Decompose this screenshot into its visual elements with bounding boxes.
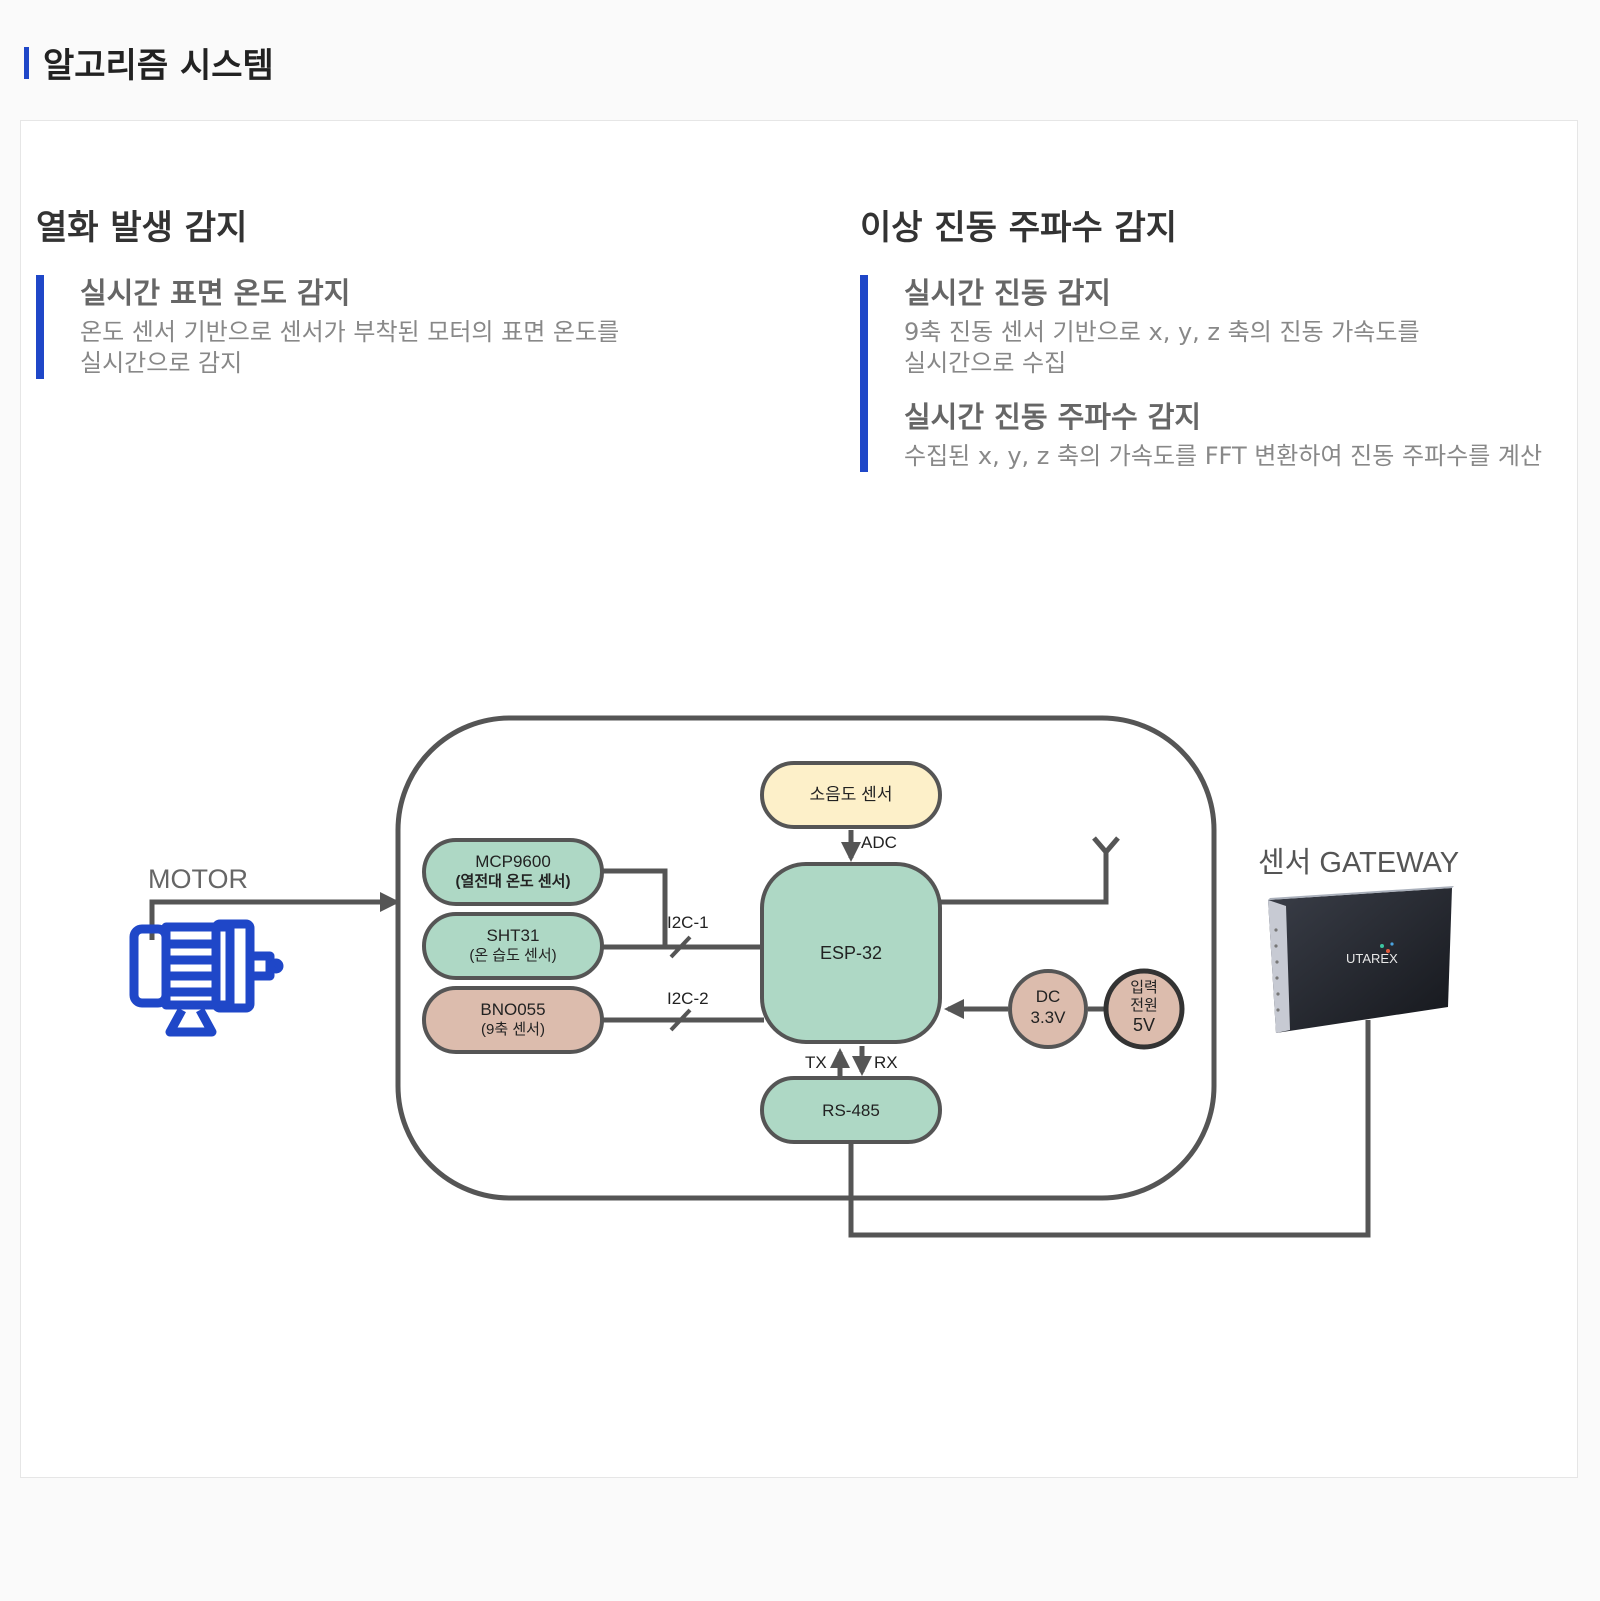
item-desc: 9축 진동 센서 기반으로 x, y, z 축의 진동 가속도를 실시간으로 수… (904, 318, 1420, 377)
wires (149, 830, 1371, 1238)
i2c1-bus-tick (669, 935, 692, 959)
rs485-label: RS-485 (822, 1101, 880, 1120)
noise-sensor-label: 소음도 센서 (810, 785, 893, 804)
node-labels: 소음도 센서 MCP9600 (열전대 온도 센서) SHT31 (온 습도 센… (456, 785, 1158, 1120)
gateway-device-icon: UTAREX (1268, 886, 1454, 1033)
node-esp32 (760, 862, 942, 1044)
mcp9600-label: MCP9600 (475, 852, 551, 871)
tx-label: TX (805, 1053, 827, 1072)
node-mcp9600 (422, 838, 604, 906)
adc-label: ADC (861, 833, 897, 852)
node-rs485 (760, 1076, 942, 1144)
mcp9600-sublabel: (열전대 온도 센서) (456, 873, 571, 890)
item-title: 실시간 진동 주파수 감지 (904, 400, 1202, 434)
section-items: 실시간 표면 온도 감지 온도 센서 기반으로 센서가 부착된 모터의 표면 온… (36, 275, 619, 379)
sht31-sublabel: (온 습도 센서) (469, 947, 556, 964)
wire-rs485-gateway (848, 1020, 1371, 1238)
esp32-label: ESP-32 (820, 943, 882, 963)
item-desc: 온도 센서 기반으로 센서가 부착된 모터의 표면 온도를 실시간으로 감지 (80, 318, 620, 377)
item-vibration-frequency: 실시간 진동 주파수 감지 수집된 x, y, z 축의 가속도를 FFT 변환… (904, 399, 1542, 472)
item-desc: 수집된 x, y, z 축의 가속도를 FFT 변환하여 진동 주파수를 계산 (904, 442, 1543, 470)
power-label-1: 입력 (1130, 979, 1158, 996)
section-items: 실시간 진동 감지 9축 진동 센서 기반으로 x, y, z 축의 진동 가속… (860, 275, 1542, 472)
connection-labels: ADC I2C-1 I2C-2 TX RX (667, 833, 898, 1072)
dc-value: 3.3V (1031, 1008, 1067, 1027)
bno055-sublabel: (9축 센서) (481, 1021, 545, 1038)
i2c2-label: I2C-2 (667, 989, 709, 1008)
wire-motor-to-module (149, 892, 400, 940)
gateway-brand: UTAREX (1346, 951, 1398, 966)
section-degradation: 열화 발생 감지 실시간 표면 온도 감지 온도 센서 기반으로 센서가 부착된… (36, 200, 619, 379)
power-label-2: 전원 (1130, 997, 1158, 1014)
node-sht31 (422, 912, 604, 980)
node-noise-sensor (760, 761, 942, 829)
wire-mcp9600-i2c1 (602, 868, 762, 950)
node-power-5v (1103, 968, 1185, 1050)
rx-label: RX (874, 1053, 898, 1072)
motor-label: MOTOR (148, 864, 248, 894)
section-title: 이상 진동 주파수 감지 (860, 208, 1178, 248)
node-bno055 (422, 986, 604, 1054)
motor-icon (129, 919, 284, 1037)
diagram-nodes (422, 761, 1185, 1144)
item-surface-temp: 실시간 표면 온도 감지 온도 센서 기반으로 센서가 부착된 모터의 표면 온… (80, 275, 619, 379)
page-title: 알고리즘 시스템 (24, 38, 274, 87)
gateway-label: 센서 GATEWAY (1258, 847, 1459, 879)
page-title-text: 알고리즘 시스템 (43, 46, 274, 86)
item-title: 실시간 표면 온도 감지 (80, 276, 351, 310)
sensor-module-enclosure (395, 715, 1217, 1201)
i2c2-bus-tick (669, 1008, 692, 1032)
antenna-icon (1092, 836, 1120, 856)
section-title: 열화 발생 감지 (36, 208, 248, 248)
sht31-label: SHT31 (487, 926, 540, 945)
item-title: 실시간 진동 감지 (904, 276, 1111, 310)
item-vibration: 실시간 진동 감지 9축 진동 센서 기반으로 x, y, z 축의 진동 가속… (904, 275, 1542, 379)
power-value: 5V (1133, 1015, 1155, 1035)
wire-esp-antenna (940, 848, 1109, 905)
dc-label: DC (1036, 987, 1061, 1006)
section-vibration: 이상 진동 주파수 감지 실시간 진동 감지 9축 진동 센서 기반으로 x, … (860, 200, 1542, 472)
title-accent-bar (24, 46, 29, 79)
bno055-label: BNO055 (480, 1000, 545, 1019)
i2c1-label: I2C-1 (667, 913, 709, 932)
node-dc-3v3 (1008, 969, 1088, 1049)
